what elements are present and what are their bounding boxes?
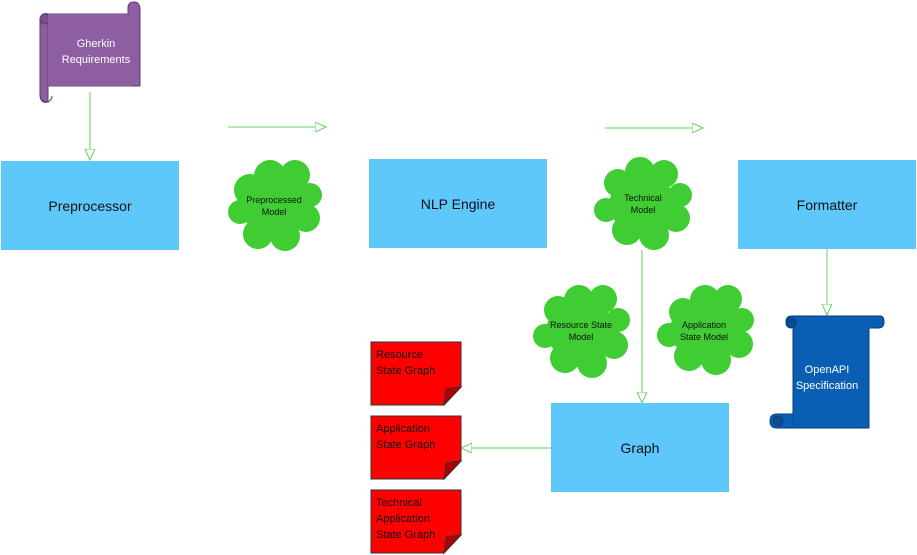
nlp-engine-box: NLP Engine (369, 159, 547, 248)
technical-model-label: Technical Model (624, 193, 662, 215)
preprocessed-model-label: Preprocessed Model (246, 195, 302, 217)
formatter-label: Formatter (796, 196, 858, 213)
resource-state-model-cloud (533, 285, 630, 378)
openapi-specification-label: OpenAPI Specification (795, 364, 859, 392)
gherkin-requirements-label: Gherkin Requirements (61, 38, 131, 66)
formatter-box: Formatter (738, 160, 916, 249)
resource-state-graph-note-shape (370, 341, 463, 407)
application-state-graph-note-shape (370, 415, 463, 481)
preprocessor-box: Preprocessor (1, 161, 179, 250)
resource-state-graph-label: Resource State Graph (376, 349, 436, 377)
technical-application-state-graph-note-shape (370, 489, 463, 555)
openapi-scroll-shape (769, 315, 885, 429)
technical-model-cloud (594, 157, 692, 250)
graph-box: Graph (551, 403, 729, 492)
application-state-model-cloud (657, 285, 754, 375)
graph-label: Graph (620, 439, 660, 456)
preprocessor-label: Preprocessor (48, 197, 132, 214)
application-state-graph-label: Application State Graph (376, 423, 436, 451)
nlp-engine-label: NLP Engine (420, 195, 496, 212)
technical-application-state-graph-label: Technical Application State Graph (376, 497, 436, 541)
resource-state-model-label: Resource State Model (549, 320, 613, 342)
gherkin-scroll-shape (39, 1, 141, 103)
preprocessed-model-cloud (228, 160, 322, 251)
application-state-model-label: Application State Model (679, 320, 729, 342)
